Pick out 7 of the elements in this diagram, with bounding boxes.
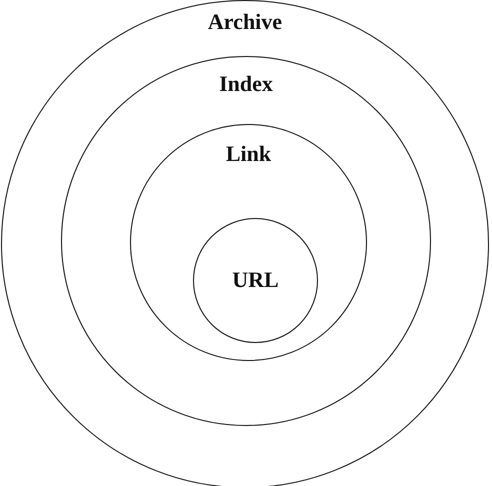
circle [61, 56, 431, 426]
circle-label: Archive [208, 11, 282, 33]
circle [130, 124, 367, 361]
circle-label: URL [232, 269, 279, 291]
circle-label: Link [226, 143, 272, 165]
circle-label: Index [219, 73, 273, 95]
circle [193, 218, 318, 343]
